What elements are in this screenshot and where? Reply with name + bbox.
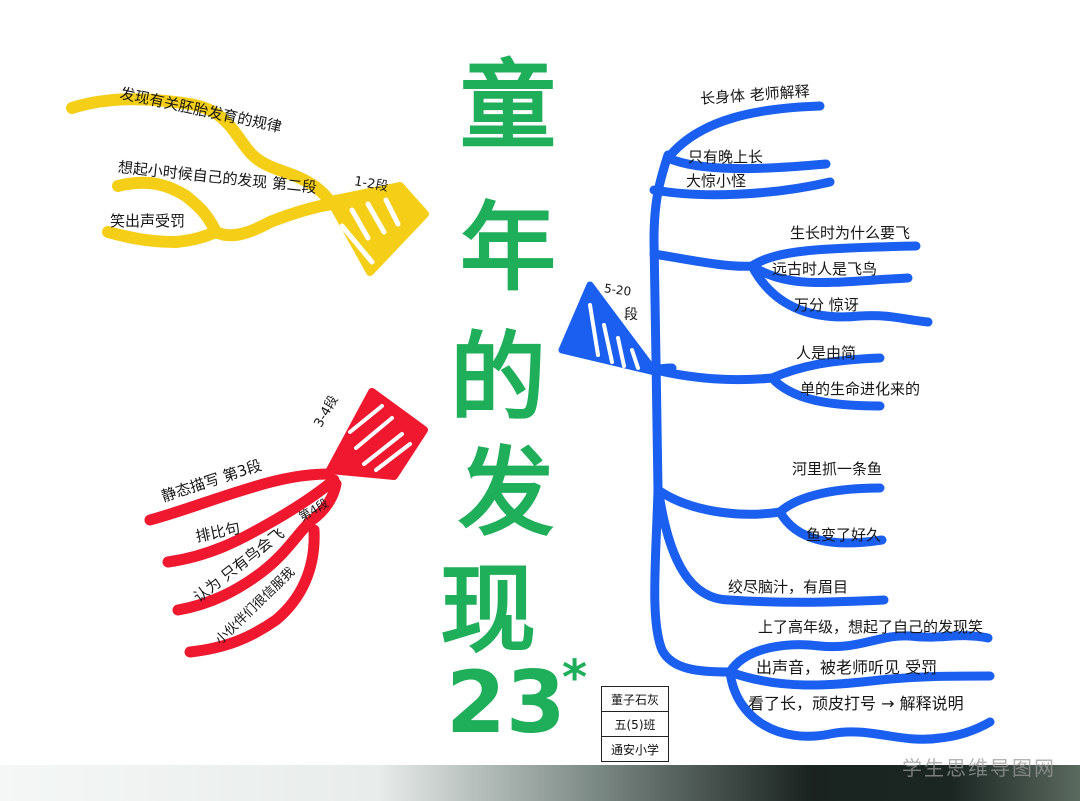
- photo-bottom-edge: [0, 765, 1080, 801]
- author-info-box: 董子石灰 五(5)班 通安小学: [601, 686, 669, 762]
- title-char: 年: [460, 192, 556, 304]
- branch-label: 万分 惊讶: [794, 296, 859, 314]
- branch-label: 河里抓一条鱼: [792, 460, 883, 478]
- red-branch: [144, 388, 428, 658]
- title-char: 发: [458, 437, 554, 549]
- branch-label: 生长时为什么要飞: [790, 224, 911, 242]
- watermark: 学生思维导图网: [902, 756, 1056, 780]
- branch-label: 上了高年级，想起了自己的发现笑: [758, 618, 984, 636]
- author-school: 通安小学: [610, 742, 659, 757]
- title-char: 现: [440, 554, 536, 666]
- title-char: 的: [450, 322, 546, 434]
- branch-label: 出声音，被老师听见 受罚: [756, 658, 938, 677]
- branch-label: 绞尽脑汁，有眉目: [728, 578, 849, 596]
- branch-label: 大惊小怪: [686, 172, 747, 190]
- author-name: 董子石灰: [602, 687, 668, 712]
- branch-label: 鱼变了好久: [806, 526, 882, 544]
- branch-label: 笑出声受罚: [110, 212, 186, 230]
- branch-label: 只有晚上长: [688, 148, 764, 166]
- branch-label: 人是由简: [796, 344, 857, 362]
- section-label: 5-20: [603, 281, 633, 299]
- branch-label: 单的生命进化来的: [800, 380, 921, 398]
- branch-label: 远古时人是飞鸟: [772, 260, 878, 278]
- title-char: 童: [460, 50, 556, 162]
- blue-branch: [558, 101, 995, 744]
- yellow-branch: [66, 93, 429, 276]
- branch-label: 看了长，顽皮打号 → 解释说明: [748, 694, 964, 713]
- author-class: 五(5)班: [602, 712, 668, 737]
- lesson-mark: *: [562, 650, 588, 706]
- lesson-number: 23: [446, 653, 566, 753]
- section-label: 段: [624, 307, 638, 323]
